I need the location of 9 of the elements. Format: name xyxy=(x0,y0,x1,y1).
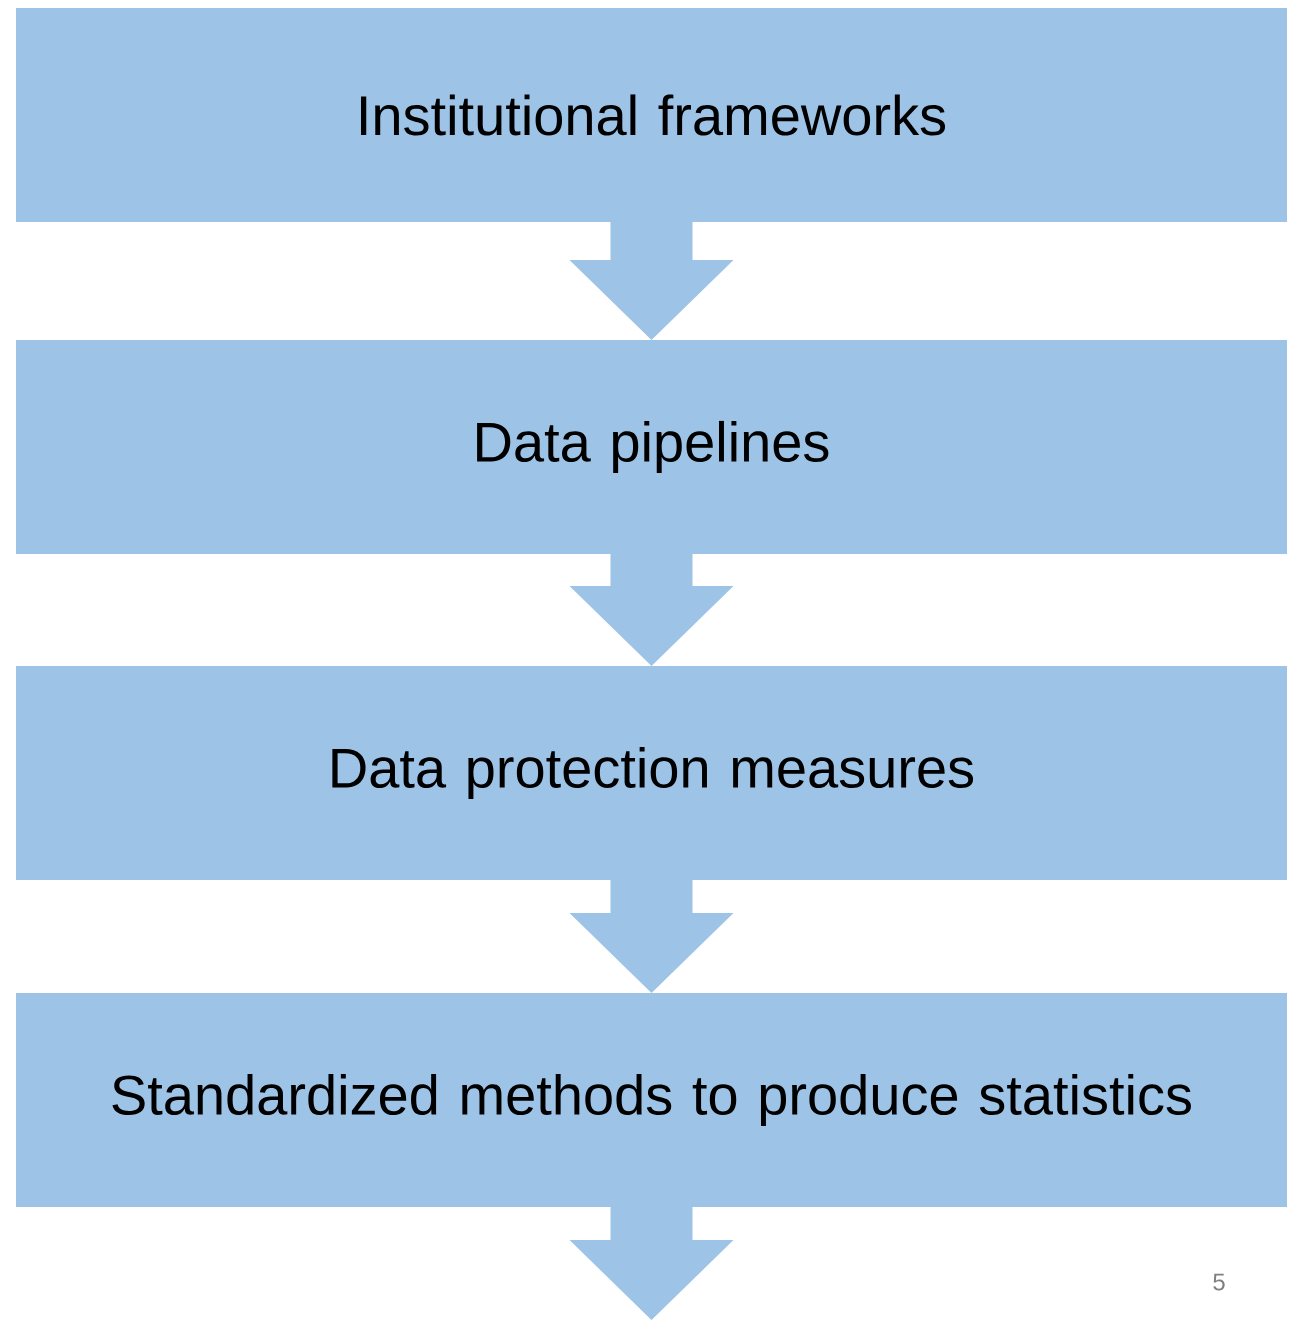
process-box: Institutional frameworks xyxy=(16,8,1287,222)
block-arrow xyxy=(569,1207,734,1320)
block-arrow xyxy=(569,222,734,340)
block-arrow xyxy=(569,880,734,993)
page-number: 5 xyxy=(1213,1273,1225,1291)
process-box: Standardized methods to produce statistics xyxy=(16,993,1287,1207)
block-arrow xyxy=(569,554,734,666)
process-box: Data pipelines xyxy=(16,340,1287,554)
process-box: Data protection measures xyxy=(16,666,1287,880)
